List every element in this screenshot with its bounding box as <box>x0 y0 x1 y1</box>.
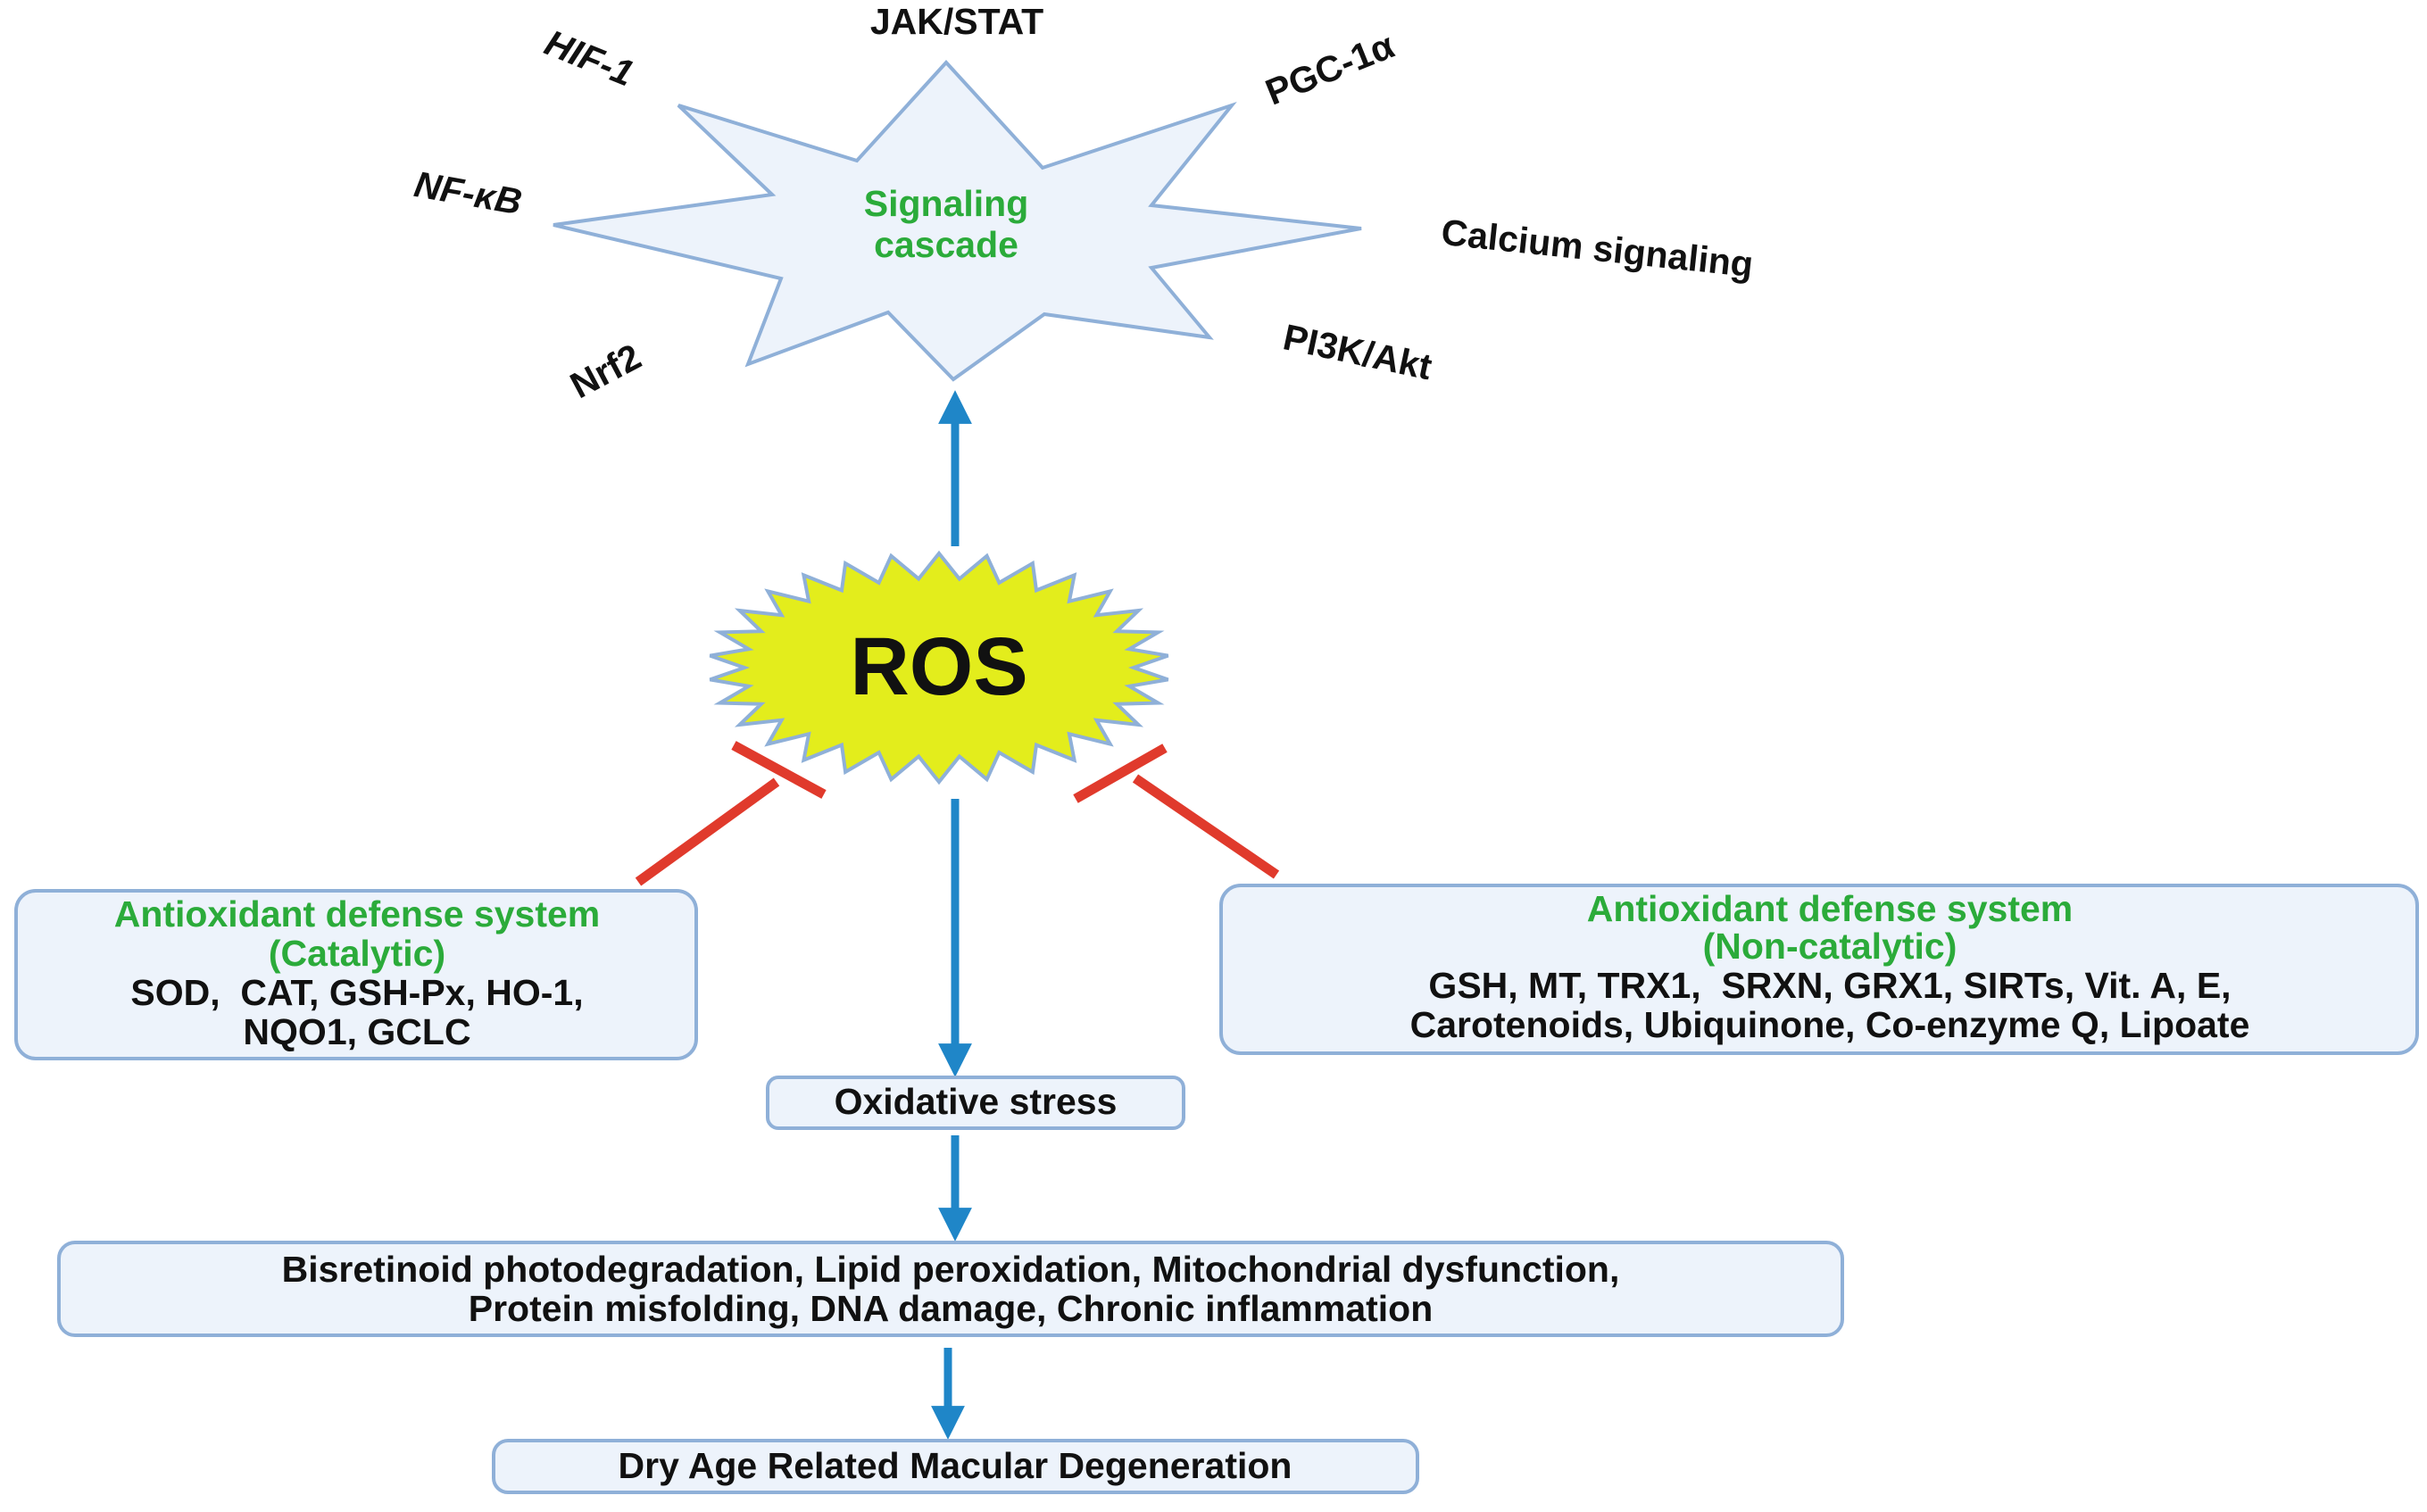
catalytic-defense-box: Antioxidant defense system (Catalytic) S… <box>14 889 698 1060</box>
pathway-nrf2: Nrf2 <box>563 336 647 406</box>
pathway-hif1: HIF-1 <box>539 21 639 94</box>
pathway-pgc1a: PGC-1α <box>1259 25 1400 113</box>
signaling-star-shape <box>553 60 1362 382</box>
signaling-cascade-node: Signaling cascade <box>553 60 1362 382</box>
pathway-nfkb: NF-κB <box>411 163 525 222</box>
outcome-box: Dry Age Related Macular Degeneration <box>492 1439 1419 1494</box>
ros-burst-shape <box>709 550 1169 785</box>
catalytic-title-1: Antioxidant defense system <box>114 893 601 935</box>
effects-line-1: Bisretinoid photodegradation, Lipid pero… <box>282 1249 1620 1290</box>
catalytic-title-2: (Catalytic) <box>269 933 445 974</box>
noncatalytic-title-2: (Non-catalytic) <box>1703 926 1957 967</box>
oxidative-stress-box: Oxidative stress <box>766 1076 1185 1130</box>
effects-line-2: Protein misfolding, DNA damage, Chronic … <box>469 1288 1434 1329</box>
inhibit-noncatalytic <box>1073 744 1280 879</box>
noncatalytic-defense-box: Antioxidant defense system (Non-catalyti… <box>1219 884 2419 1055</box>
noncatalytic-body-2: Carotenoids, Ubiquinone, Co-enzyme Q, Li… <box>1410 1004 2250 1045</box>
signaling-center-label-1: Signaling <box>864 183 1029 224</box>
outcome-label: Dry Age Related Macular Degeneration <box>619 1445 1292 1486</box>
effects-box: Bisretinoid photodegradation, Lipid pero… <box>57 1241 1844 1337</box>
pathway-pi3k: PI3K/Akt <box>1280 316 1436 387</box>
signaling-center-label-2: cascade <box>874 224 1018 265</box>
ros-node: ROS <box>709 550 1169 785</box>
ros-label: ROS <box>850 621 1027 712</box>
pathway-calcium: Calcium signaling <box>1440 212 1756 285</box>
inhibit-catalytic <box>635 741 827 886</box>
catalytic-body-1: SOD, CAT, GSH-Px, HO-1, <box>130 972 583 1013</box>
pathway-jak-stat: JAK/STAT <box>870 1 1043 42</box>
catalytic-body-2: NQO1, GCLC <box>243 1011 470 1052</box>
noncatalytic-body-1: GSH, MT, TRX1, SRXN, GRX1, SIRTs, Vit. A… <box>1428 965 2231 1006</box>
oxidative-stress-label: Oxidative stress <box>835 1081 1118 1122</box>
noncatalytic-title-1: Antioxidant defense system <box>1587 888 2074 929</box>
